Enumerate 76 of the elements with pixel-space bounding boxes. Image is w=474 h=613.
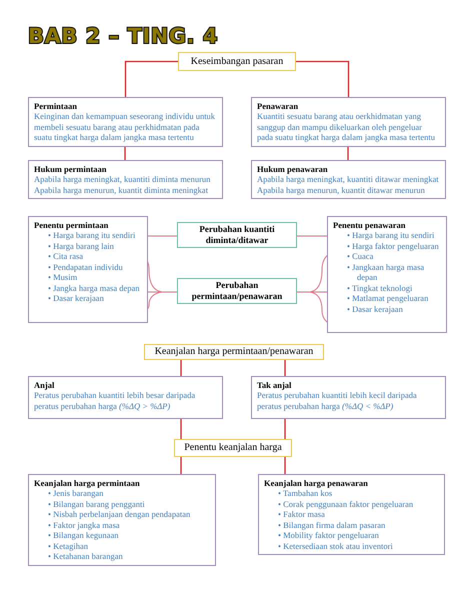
list-item: • Harga faktor pengeluaran xyxy=(347,240,440,251)
box-text: Apabila harga menurun, kuantit ditawar menurun xyxy=(257,184,426,195)
list-item: • Cita rasa xyxy=(48,251,84,262)
connector-line xyxy=(180,360,182,376)
list-item: • Bilangan firma dalam pasaran xyxy=(278,520,386,530)
concept-box xyxy=(177,278,297,304)
box-title: Keseimbangan pasaran xyxy=(190,56,284,68)
topic-box xyxy=(174,439,292,457)
definition-box xyxy=(251,160,446,199)
definition-box xyxy=(28,97,223,146)
box-heading: Keanjalan harga penawaran xyxy=(264,478,369,488)
box-title: Perubahan kuantiti diminta/ditawar xyxy=(198,224,276,246)
connector-line xyxy=(284,360,286,376)
concept-box xyxy=(177,222,297,248)
list-item: • Nisbah perbelanjaan dengan pendapatan xyxy=(48,509,192,520)
connector-line xyxy=(296,60,350,97)
box-text: Kuantiti sesuatu barang atau oerkhidmatan yang sanggup dan mampu dikeluarkan oleh pengeluar pada suatu tingkat harga dalam jangka masa tertentu xyxy=(257,111,436,142)
list-item: • Jangka harga masa depan xyxy=(48,282,141,293)
list-item: • Dasar kerajaan xyxy=(347,304,404,314)
box-text: Apabila harga menurun, kuantit diminta meningkat xyxy=(34,184,210,195)
box-title: Keanjalan harga permintaan/penawaran xyxy=(154,346,314,358)
topic-box xyxy=(144,344,324,360)
connector-line xyxy=(347,146,349,160)
list-item: • Harga barang lain xyxy=(48,240,115,251)
definition-box xyxy=(28,376,223,419)
list-item: • Faktor jangka masa xyxy=(48,520,121,530)
definition-box xyxy=(251,97,446,146)
connector-line xyxy=(124,146,126,160)
box-heading: Hukum penawaran xyxy=(257,164,329,174)
list-item: • Ketagihan xyxy=(48,540,90,551)
list-item: • Ketahanan barangan xyxy=(48,551,124,562)
box-heading: Penentu permintaan xyxy=(34,220,110,230)
list-item: • Pendapatan individu xyxy=(48,262,124,272)
list-item: • Jangkaan harga masa depan xyxy=(347,262,426,282)
box-title: Perubahan permintaan/penawaran xyxy=(190,280,284,302)
topic-box xyxy=(178,52,296,71)
list-item: • Ketersediaan stok atau inventori xyxy=(278,540,394,551)
list-item: • Harga barang itu sendiri xyxy=(347,230,436,240)
box-title: Penentu keanjalan harga xyxy=(184,442,282,454)
title: BAB 2 – TING. 4 xyxy=(28,24,218,48)
connector-line xyxy=(284,419,286,439)
list-item: • Tingkat teknologi xyxy=(347,282,414,293)
definition-box xyxy=(28,160,223,199)
list-item: • Harga barang itu sendiri xyxy=(48,230,136,240)
list-item: • Dasar kerajaan xyxy=(48,293,105,304)
list-item: • Cuaca xyxy=(347,251,374,262)
list-item: • Bilangan kegunaan xyxy=(48,530,120,540)
definition-box xyxy=(28,216,148,323)
definition-box xyxy=(327,216,447,333)
definition-box xyxy=(251,376,446,419)
list-item: • Jenis barangan xyxy=(48,488,104,498)
box-text: Keinginan dan kemampuan seseorang individu untuk membeli sesuatu barang atau perkhidmatan pada suatu tingkat harga dalam jangka masa tertentu xyxy=(34,111,216,142)
box-heading: Permintaan xyxy=(34,101,78,111)
list-item: • Tambahan kos xyxy=(278,488,334,498)
box-heading: Hukum permintaan xyxy=(34,164,108,174)
list-item: • Mobility faktor pengeluaran xyxy=(278,530,380,540)
list-item: • Matlamat pengeluaran xyxy=(347,293,430,304)
connector-line xyxy=(284,457,286,474)
definition-box xyxy=(258,474,445,555)
box-heading: Penentu penawaran xyxy=(333,220,406,230)
connector-line xyxy=(180,419,182,439)
definition-box xyxy=(28,474,216,566)
box-heading: Keanjalan harga permintaan xyxy=(34,478,141,488)
box-text: Apabila harga meningkat, kuantiti diminta menurun xyxy=(34,174,212,184)
box-text: Peratus perubahan kuantiti lebih kecil daripada peratus perubahan harga (%ΔQ < %ΔP) xyxy=(257,390,418,411)
box-heading: Tak anjal xyxy=(257,380,292,390)
connector-line xyxy=(124,60,178,97)
connector-line xyxy=(180,457,182,474)
list-item: • Faktor masa xyxy=(278,509,326,520)
box-heading: Penawaran xyxy=(257,101,300,111)
list-item: • Musim xyxy=(48,272,78,282)
box-text: Peratus perubahan kuantiti lebih besar daripada peratus perubahan harga (%ΔQ > %ΔP) xyxy=(34,390,196,411)
box-text: Apabila harga meningkat, kuantiti ditawar meningkat xyxy=(257,174,440,184)
list-item: • Bilangan barang pengganti xyxy=(48,498,146,509)
box-heading: Anjal xyxy=(34,380,56,390)
list-item: • Corak penggunaan faktor pengeluaran xyxy=(278,498,414,509)
